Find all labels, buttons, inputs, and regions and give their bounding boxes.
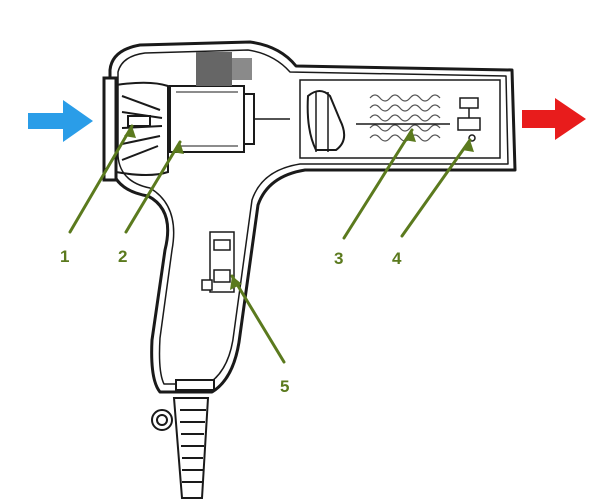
callout-line-1 bbox=[68, 124, 134, 234]
callout-line-4 bbox=[400, 138, 472, 238]
callout-arrowhead-icon bbox=[404, 130, 416, 142]
callout-arrowhead-icon bbox=[124, 126, 136, 138]
callout-arrowheads bbox=[124, 126, 474, 290]
callout-label-3: 3 bbox=[334, 249, 343, 268]
callout-line-5 bbox=[230, 274, 286, 364]
callout-arrowhead-icon bbox=[172, 142, 184, 154]
power-cord bbox=[151, 379, 215, 499]
motor bbox=[169, 85, 290, 153]
callout-label-4: 4 bbox=[392, 249, 402, 268]
callout-label-2: 2 bbox=[118, 247, 127, 266]
callout-label-5: 5 bbox=[280, 377, 289, 396]
motor-mount bbox=[196, 52, 252, 86]
hot-air-outlet-arrow-icon bbox=[522, 98, 586, 140]
air-intake-arrow-icon bbox=[28, 100, 93, 142]
switch bbox=[201, 231, 235, 293]
heating-compartment bbox=[299, 79, 501, 159]
heating-element bbox=[356, 94, 450, 142]
callout-labels: 1 2 3 4 5 bbox=[60, 247, 402, 396]
callout-line-3 bbox=[342, 128, 414, 240]
callout-label-1: 1 bbox=[60, 247, 69, 266]
thermal-cutoff bbox=[457, 97, 481, 142]
fan-assembly bbox=[102, 76, 169, 182]
callout-arrowhead-icon bbox=[462, 140, 474, 152]
dryer-housing bbox=[108, 40, 517, 394]
callout-line-2 bbox=[124, 140, 182, 234]
callout-lines bbox=[68, 124, 472, 364]
callout-arrowhead-icon bbox=[230, 276, 242, 290]
